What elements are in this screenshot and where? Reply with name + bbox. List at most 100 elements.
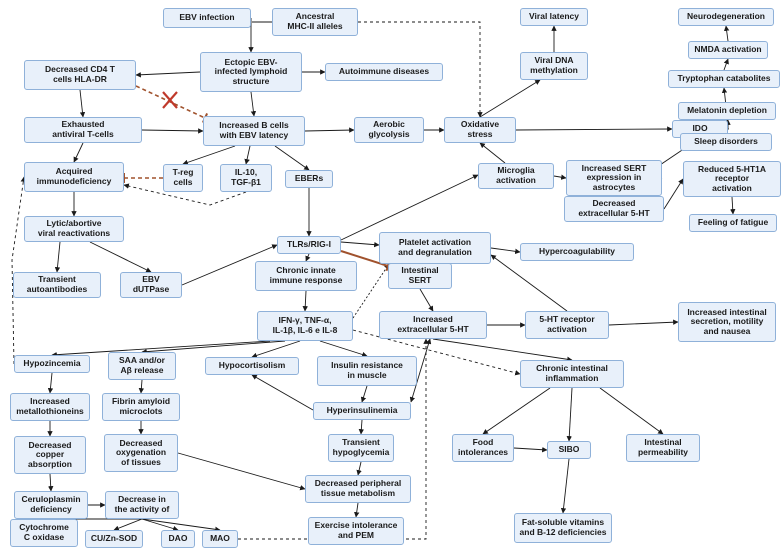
node-hypoglycemia: Transient hypoglycemia	[328, 434, 394, 462]
edge-ectopic-to-cd4	[135, 71, 201, 78]
node-lytic: Lytic/abortive viral reactivations	[24, 216, 124, 242]
edge-microglia-to-sert	[553, 174, 567, 180]
node-cuzn: CU/Zn-SOD	[85, 530, 143, 548]
node-increased-sert: Increased SERT expression in astrocytes	[566, 160, 662, 196]
node-aerobic: Aerobic glycolysis	[354, 117, 424, 143]
node-intestinal-perm: Intestinal permeability	[626, 434, 700, 462]
edge-receptor-to-platelet	[490, 254, 568, 312]
edge-il10-dashed-to-acquired	[123, 183, 247, 206]
node-ifn: IFN-γ, TNF-α, IL-1β, IL-6 e IL-8	[257, 311, 353, 341]
edge-cd4-to-exhausted	[79, 89, 86, 118]
edge-decrease-to-cuzn	[113, 518, 143, 531]
edge-decrease-to-mao	[141, 518, 221, 532]
node-microglia: Microglia activation	[478, 163, 554, 189]
node-viral-latency: Viral latency	[520, 8, 588, 26]
edge-lytic-to-dutpase	[89, 241, 152, 273]
node-nmda: NMDA activation	[688, 41, 768, 59]
node-exercise: Exercise intolerance and PEM	[308, 517, 404, 545]
node-metallothioneins: Increased metallothioneins	[10, 393, 90, 421]
node-chronic-intestinal: Chronic intestinal inflammation	[520, 360, 624, 388]
edge-lytic-to-transient	[54, 241, 61, 273]
node-sibo: SIBO	[547, 441, 591, 459]
edge-ifn-to-platelet-dotted	[352, 263, 390, 319]
edge-reduced1a-to-fatigue	[730, 196, 736, 215]
node-reduced-5ht1a: Reduced 5-HT1A receptor activation	[683, 161, 781, 197]
node-intestinal-sert: Intestinal SERT	[388, 263, 452, 289]
node-fatigue: Feeling of fatigue	[689, 214, 777, 232]
node-receptor-5ht: 5-HT receptor activation	[525, 311, 609, 339]
node-ceruloplasmin: Ceruloplasmin deficiency	[14, 491, 88, 519]
edge-exhausted-to-increasedb	[141, 128, 204, 134]
edge-increased5ht-to-chronic-int	[432, 338, 573, 362]
node-mao: MAO	[202, 530, 238, 548]
edge-decrease-to-dao	[141, 518, 179, 532]
node-acquired: Acquired immunodeficiency	[24, 162, 124, 192]
node-hypocortisolism: Hypocortisolism	[205, 357, 299, 375]
edge-hyperinsulinemia-to-increased5ht	[409, 338, 432, 403]
edge-increasedb-to-aerobic	[304, 127, 355, 133]
edge-ifn-to-insulin	[319, 340, 368, 358]
node-peripheral: Decreased peripheral tissue metabolism	[305, 475, 411, 503]
node-ebers: EBERs	[285, 170, 333, 188]
edge-increasedb-to-treg	[182, 145, 236, 165]
edge-oxidative-to-ido	[515, 126, 673, 132]
node-ectopic: Ectopic EBV- infected lymphoid structure	[200, 52, 302, 92]
node-il10: IL-10, TGF-β1	[220, 164, 272, 192]
edge-oxidative-to-viraldna	[479, 79, 541, 118]
node-platelet: Platelet activation and degranulation	[379, 232, 491, 264]
inhibition-treg-to-acquired	[123, 173, 163, 183]
edge-intestinal-sert-to-increased5ht	[419, 288, 434, 312]
edge-tlrs-to-chronic-innate	[305, 253, 311, 262]
node-saa: SAA and/or Aβ release	[108, 352, 176, 380]
node-oxygenation: Decreased oxygenation of tissues	[104, 434, 178, 472]
edge-insulin-to-hyperinsulinemia	[360, 385, 368, 403]
edge-receptor-to-secretion	[608, 319, 679, 326]
node-ancestral-mhc: Ancestral MHC-II alleles	[272, 8, 358, 36]
node-tlrs: TLRs/RIG-I	[277, 236, 341, 254]
node-treg: T-reg cells	[163, 164, 203, 192]
node-fat-soluble: Fat-soluble vitamins and B-12 deficienci…	[514, 513, 612, 543]
node-dao: DAO	[161, 530, 195, 548]
node-decrease-activity: Decrease in the activity of	[105, 491, 179, 519]
edge-hypozincemia-dashed-to-acquired	[11, 176, 26, 365]
edge-food-to-sibo	[513, 447, 548, 453]
node-increased-b: Increased B cells with EBV latency	[203, 116, 305, 146]
edge-ifn-to-saa	[141, 340, 286, 355]
edge-ectopic-to-increasedb	[250, 91, 257, 117]
node-ebv-dutpase: EBV dUTPase	[120, 272, 182, 298]
node-copper: Decreased copper absorption	[14, 436, 86, 474]
node-oxidative: Oxidative stress	[444, 117, 516, 143]
edge-microglia-to-oxidative	[479, 142, 506, 164]
node-hyperinsulinemia: Hyperinsulinemia	[313, 402, 411, 420]
edge-peripheral-to-exercise	[354, 502, 360, 518]
edge-copper-to-cerulo	[48, 473, 54, 492]
edge-chronic-int-to-sibo	[566, 387, 573, 442]
node-chronic-innate: Chronic innate immune response	[255, 261, 357, 291]
edge-increasedb-to-il10	[244, 145, 251, 165]
edge-exhausted-to-acquired	[73, 142, 84, 163]
node-hypozincemia: Hypozincemia	[14, 355, 90, 373]
node-exhausted: Exhausted antiviral T-cells	[24, 117, 142, 143]
node-neurodegeneration: Neurodegeneration	[678, 8, 774, 26]
node-increased-5ht: Increased extracellular 5-HT	[379, 311, 487, 339]
edge-ifn-to-hypozincemia	[51, 340, 271, 358]
node-autoimmune: Autoimmune diseases	[325, 63, 443, 81]
edge-tryptophan-to-nmda	[723, 58, 729, 71]
node-transient-auto: Transient autoantibodies	[13, 272, 101, 298]
node-sleep: Sleep disorders	[680, 133, 772, 151]
node-insulin-resistance: Insulin resistance in muscle	[317, 356, 417, 386]
node-fibrin: Fibrin amyloid microclots	[102, 393, 180, 421]
edge-mao-dashed-to-increased5ht	[238, 338, 429, 540]
node-cytochrome: Cytochrome C oxidase	[10, 519, 78, 547]
edge-chronic-int-to-perm	[599, 387, 664, 435]
edge-chronic-int-to-food	[482, 387, 551, 435]
edge-mhc-dashed-to-oxidative	[358, 21, 483, 118]
edge-saa-to-fibrin	[138, 379, 145, 394]
edge-ifn-to-hypocortisolism	[251, 340, 301, 359]
node-decreased-5ht: Decreased extracellular 5-HT	[564, 196, 664, 222]
edge-increasedb-to-ebers	[274, 145, 310, 171]
node-melatonin: Melatonin depletion	[678, 102, 776, 120]
edge-decreased5ht-to-reduced1a	[663, 178, 684, 210]
edge-platelet-to-hypercoag	[490, 247, 521, 255]
